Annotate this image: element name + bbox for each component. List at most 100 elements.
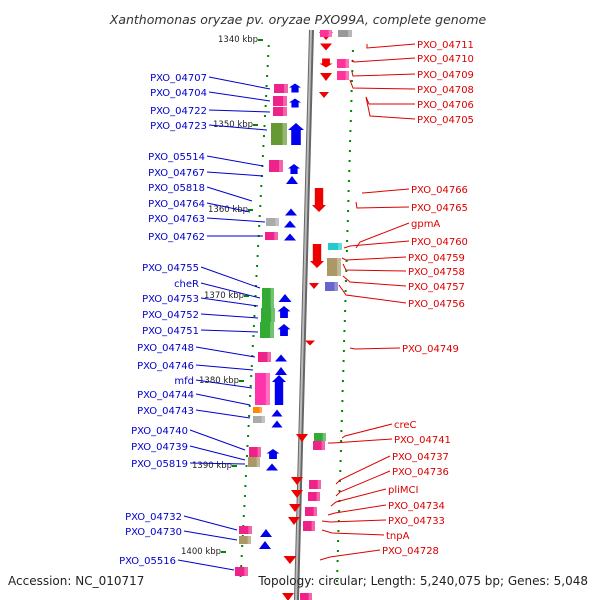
gene-label-left[interactable]: PXO_04730 bbox=[125, 527, 182, 538]
forward-gene-arrow[interactable] bbox=[275, 367, 287, 375]
gene-label-right[interactable]: PXO_04709 bbox=[417, 70, 474, 81]
gene-feature-block[interactable] bbox=[320, 30, 332, 37]
reverse-gene-arrow[interactable] bbox=[320, 43, 332, 51]
reverse-gene-arrow[interactable] bbox=[282, 593, 294, 600]
forward-gene-arrow[interactable] bbox=[284, 220, 296, 228]
gene-label-left[interactable]: PXO_04743 bbox=[137, 406, 194, 417]
forward-gene-arrow[interactable] bbox=[266, 449, 280, 459]
forward-gene-arrow[interactable] bbox=[284, 233, 296, 241]
gene-label-left[interactable]: PXO_04751 bbox=[142, 326, 199, 337]
forward-gene-arrow[interactable] bbox=[278, 294, 292, 302]
gene-feature-block[interactable] bbox=[269, 160, 283, 172]
gene-feature-block[interactable] bbox=[253, 416, 265, 423]
gene-label-left[interactable]: PXO_04752 bbox=[142, 310, 199, 321]
gene-feature-block[interactable] bbox=[273, 107, 287, 116]
reverse-gene-arrow[interactable] bbox=[320, 73, 332, 81]
gene-feature-block[interactable] bbox=[273, 96, 287, 106]
reverse-gene-arrow[interactable] bbox=[288, 517, 300, 525]
gene-label-left[interactable]: mfd bbox=[174, 376, 194, 387]
gene-label-left[interactable]: PXO_04722 bbox=[150, 106, 207, 117]
gene-feature-block[interactable] bbox=[337, 59, 349, 68]
forward-gene-arrow[interactable] bbox=[272, 375, 286, 405]
gene-feature-block[interactable] bbox=[249, 447, 261, 457]
forward-gene-arrow[interactable] bbox=[271, 420, 283, 428]
forward-gene-arrow[interactable] bbox=[289, 98, 301, 108]
gene-label-right[interactable]: PXO_04741 bbox=[394, 435, 451, 446]
reverse-gene-arrow[interactable] bbox=[291, 490, 303, 498]
gene-label-right[interactable]: PXO_04758 bbox=[408, 267, 465, 278]
gene-feature-block[interactable] bbox=[239, 526, 252, 534]
gene-feature-block[interactable] bbox=[337, 71, 349, 80]
gene-label-left[interactable]: PXO_04764 bbox=[148, 199, 205, 210]
gene-feature-block[interactable] bbox=[338, 30, 352, 37]
reverse-gene-arrow[interactable] bbox=[319, 58, 333, 68]
gene-feature-block[interactable] bbox=[271, 123, 287, 145]
gene-feature-block[interactable] bbox=[261, 308, 275, 322]
forward-gene-arrow[interactable] bbox=[286, 176, 298, 184]
gene-feature-block[interactable] bbox=[309, 480, 321, 489]
gene-feature-block[interactable] bbox=[248, 457, 260, 467]
forward-gene-arrow[interactable] bbox=[277, 324, 291, 336]
reverse-gene-arrow[interactable] bbox=[319, 92, 329, 98]
gene-label-left[interactable]: PXO_04704 bbox=[150, 88, 207, 99]
gene-feature-block[interactable] bbox=[239, 536, 251, 544]
forward-gene-arrow[interactable] bbox=[285, 208, 297, 216]
gene-feature-block[interactable] bbox=[255, 373, 270, 405]
gene-feature-block[interactable] bbox=[265, 232, 278, 240]
gene-label-left[interactable]: cheR bbox=[174, 279, 199, 290]
gene-feature-block[interactable] bbox=[260, 322, 274, 338]
forward-gene-arrow[interactable] bbox=[259, 541, 271, 549]
gene-label-left[interactable]: PXO_05514 bbox=[148, 152, 205, 163]
forward-gene-arrow[interactable] bbox=[266, 463, 278, 471]
gene-label-right[interactable]: PXO_04708 bbox=[417, 85, 474, 96]
gene-label-left[interactable]: PXO_04755 bbox=[142, 263, 199, 274]
gene-feature-block[interactable] bbox=[258, 352, 271, 362]
forward-gene-arrow[interactable] bbox=[275, 354, 287, 362]
gene-label-right[interactable]: PXO_04710 bbox=[417, 54, 474, 65]
gene-label-left[interactable]: PXO_04748 bbox=[137, 343, 194, 354]
gene-label-left[interactable]: PXO_04763 bbox=[148, 214, 205, 225]
gene-label-right[interactable]: creC bbox=[394, 420, 417, 431]
gene-label-right[interactable]: PXO_04737 bbox=[392, 452, 449, 463]
gene-label-right[interactable]: PXO_04734 bbox=[388, 501, 445, 512]
reverse-gene-arrow[interactable] bbox=[309, 283, 319, 289]
gene-label-left[interactable]: PXO_04744 bbox=[137, 390, 194, 401]
gene-feature-block[interactable] bbox=[308, 492, 320, 501]
gene-label-right[interactable]: PXO_04736 bbox=[392, 467, 449, 478]
gene-feature-block[interactable] bbox=[314, 433, 326, 441]
forward-gene-arrow[interactable] bbox=[288, 123, 304, 145]
forward-gene-arrow[interactable] bbox=[288, 164, 300, 174]
gene-feature-block[interactable] bbox=[235, 567, 248, 576]
gene-label-right[interactable]: gpmA bbox=[411, 219, 440, 230]
gene-label-left[interactable]: PXO_05819 bbox=[131, 459, 188, 470]
gene-label-right[interactable]: PXO_04757 bbox=[408, 282, 465, 293]
gene-label-left[interactable]: PXO_04707 bbox=[150, 73, 207, 84]
gene-feature-block[interactable] bbox=[327, 258, 341, 276]
gene-label-left[interactable]: PXO_05818 bbox=[148, 183, 205, 194]
gene-label-right[interactable]: PXO_04706 bbox=[417, 100, 474, 111]
reverse-gene-arrow[interactable] bbox=[296, 434, 308, 442]
gene-feature-block[interactable] bbox=[328, 243, 342, 250]
gene-label-right[interactable]: PXO_04711 bbox=[417, 40, 474, 51]
gene-feature-block[interactable] bbox=[253, 407, 262, 413]
gene-label-right[interactable]: PXO_04765 bbox=[411, 203, 468, 214]
gene-label-right[interactable]: PXO_04759 bbox=[408, 253, 465, 264]
gene-label-right[interactable]: pliMCI bbox=[388, 485, 418, 496]
gene-feature-block[interactable] bbox=[313, 441, 325, 450]
forward-gene-arrow[interactable] bbox=[260, 529, 272, 537]
gene-label-left[interactable]: PXO_04740 bbox=[131, 426, 188, 437]
gene-label-right[interactable]: tnpA bbox=[386, 531, 410, 542]
gene-label-left[interactable]: PXO_04767 bbox=[148, 168, 205, 179]
gene-label-left[interactable]: PXO_04732 bbox=[125, 512, 182, 523]
forward-gene-arrow[interactable] bbox=[271, 409, 283, 417]
gene-feature-block[interactable] bbox=[274, 84, 288, 93]
gene-label-right[interactable]: PXO_04749 bbox=[402, 344, 459, 355]
reverse-gene-arrow[interactable] bbox=[291, 477, 303, 485]
gene-label-right[interactable]: PXO_04728 bbox=[382, 546, 439, 557]
gene-label-left[interactable]: PXO_04762 bbox=[148, 232, 205, 243]
gene-label-right[interactable]: PXO_04733 bbox=[388, 516, 445, 527]
gene-feature-block[interactable] bbox=[266, 218, 279, 226]
forward-gene-arrow[interactable] bbox=[277, 306, 291, 318]
reverse-gene-arrow[interactable] bbox=[283, 556, 297, 564]
reverse-gene-arrow[interactable] bbox=[289, 504, 301, 512]
